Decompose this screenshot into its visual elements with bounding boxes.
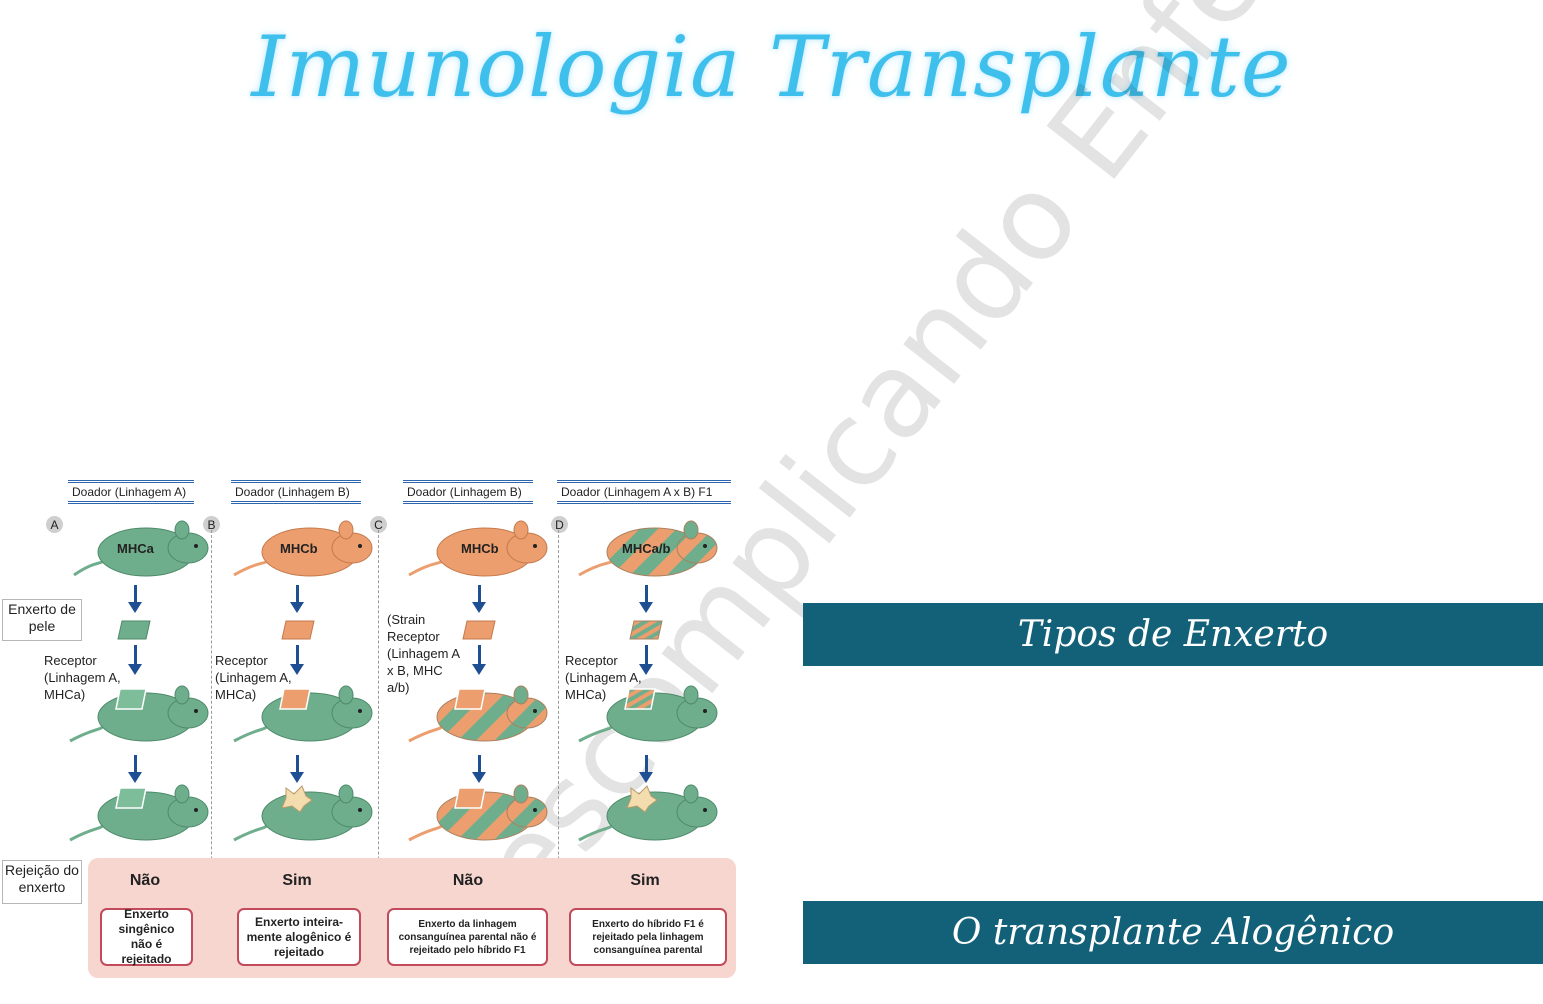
result-mouse-a xyxy=(66,782,216,847)
arrow-down xyxy=(478,585,481,603)
donor-header-d: Doador (Linhagem A x B) F1 xyxy=(557,480,731,504)
rejection-answer-c: Não xyxy=(388,872,548,890)
mhc-label-d: MHCa/b xyxy=(622,541,670,556)
banner-transplante-alogenico: O transplante Alogênico xyxy=(803,901,1543,964)
arrow-down xyxy=(296,585,299,603)
column-letter-a: A xyxy=(46,516,63,533)
arrow-down xyxy=(134,755,137,773)
result-mouse-d xyxy=(575,782,725,847)
mhc-label-c: MHCb xyxy=(461,541,499,556)
receptor-mouse-b xyxy=(230,683,380,748)
arrow-down xyxy=(134,585,137,603)
receptor-mouse-d xyxy=(575,683,725,748)
arrow-down xyxy=(645,585,648,603)
rejection-answer-b: Sim xyxy=(217,872,377,890)
arrow-down xyxy=(478,755,481,773)
label-enxerto-de-pele: Enxerto de pele xyxy=(4,601,80,635)
mhc-label-a: MHCa xyxy=(117,541,154,556)
banner-tipos-de-enxerto: Tipos de Enxerto xyxy=(803,603,1543,666)
skin-graft-a xyxy=(118,619,152,641)
outcome-box-b: Enxerto inteira-mente alogênico é rejeit… xyxy=(237,908,361,966)
skin-graft-c xyxy=(463,619,497,641)
donor-header-a: Doador (Linhagem A) xyxy=(68,480,194,504)
mhc-label-b: MHCb xyxy=(280,541,318,556)
rejection-answer-d: Sim xyxy=(565,872,725,890)
arrow-down xyxy=(645,755,648,773)
rejection-answer-a: Não xyxy=(65,872,225,890)
donor-header-c: Doador (Linhagem B) xyxy=(403,480,533,504)
receptor-mouse-c xyxy=(405,683,555,748)
result-mouse-b xyxy=(230,782,380,847)
outcome-box-a: Enxerto singênico não é rejeitado xyxy=(100,908,193,966)
receptor-mouse-a xyxy=(66,683,216,748)
arrow-down xyxy=(478,645,481,665)
arrow-down xyxy=(296,755,299,773)
outcome-box-d: Enxerto do híbrido F1 é rejeitado pela l… xyxy=(569,908,727,966)
skin-graft-d xyxy=(630,619,664,641)
donor-header-b: Doador (Linhagem B) xyxy=(231,480,361,504)
page-title: Imunologia Transplante xyxy=(0,18,1543,116)
outcome-box-c: Enxerto da linhagem consanguínea parenta… xyxy=(387,908,548,966)
result-mouse-c xyxy=(405,782,555,847)
skin-graft-b xyxy=(282,619,316,641)
